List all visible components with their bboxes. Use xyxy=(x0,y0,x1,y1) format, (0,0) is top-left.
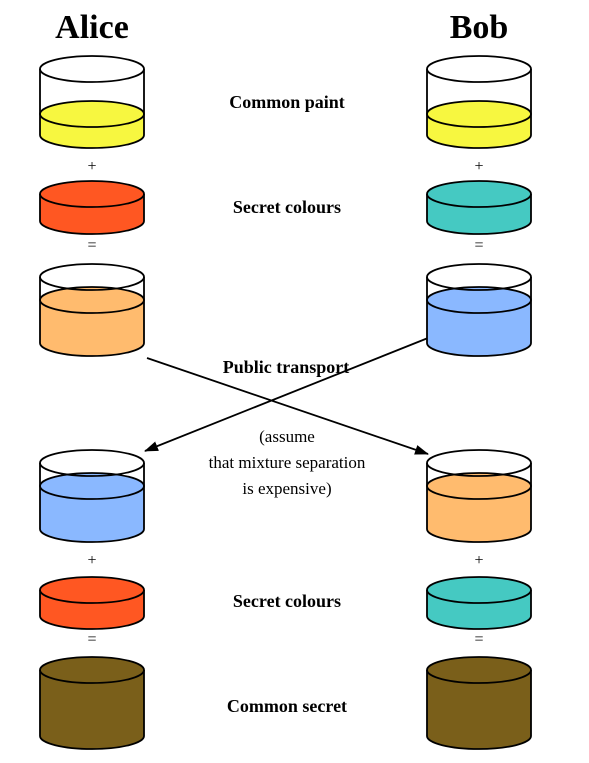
alice-received-mixture-pot xyxy=(39,449,145,543)
alice-equals-top: = xyxy=(87,237,96,254)
alice-header: Alice xyxy=(55,9,129,46)
alice-common-paint-pot xyxy=(39,55,145,149)
secret-colours-top-label: Secret colours xyxy=(233,197,341,217)
alice-secret-colour-pot xyxy=(39,180,145,235)
bob-mixture-pot xyxy=(426,263,532,357)
bob-plus-top: + xyxy=(474,158,483,175)
bob-equals-bottom: = xyxy=(474,631,483,648)
bob-secret-colour-pot-2 xyxy=(426,576,532,630)
transport-arrow-bob-to-alice xyxy=(144,337,429,452)
alice-common-secret-pot xyxy=(39,656,145,750)
secret-colours-bottom-label: Secret colours xyxy=(233,591,341,611)
bob-received-mixture-pot xyxy=(426,449,532,543)
public-transport-label: Public transport xyxy=(223,357,350,377)
common-secret-label: Common secret xyxy=(227,696,347,716)
alice-plus-top: + xyxy=(87,158,96,175)
alice-plus-bottom: + xyxy=(87,552,96,569)
common-paint-label: Common paint xyxy=(229,92,345,112)
assumption-note-line-2: that mixture separation xyxy=(209,453,366,472)
assumption-note-line-1: (assume xyxy=(259,427,315,446)
alice-equals-bottom: = xyxy=(87,631,96,648)
assumption-note-line-3: is expensive) xyxy=(242,479,331,498)
bob-equals-top: = xyxy=(474,237,483,254)
bob-common-secret-pot xyxy=(426,656,532,750)
alice-secret-colour-pot-2 xyxy=(39,576,145,630)
bob-header: Bob xyxy=(450,9,509,46)
bob-plus-bottom: + xyxy=(474,552,483,569)
alice-mixture-pot xyxy=(39,263,145,357)
transport-arrow-alice-to-bob xyxy=(146,357,429,455)
bob-secret-colour-pot xyxy=(426,180,532,235)
bob-common-paint-pot xyxy=(426,55,532,149)
